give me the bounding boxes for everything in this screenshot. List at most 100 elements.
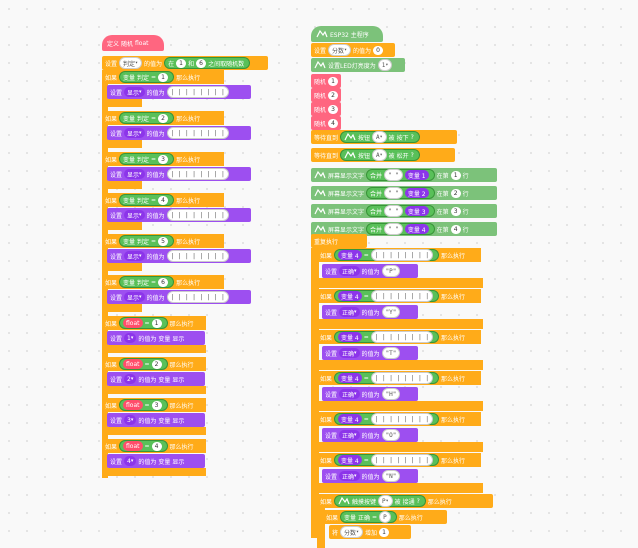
letter-string[interactable]: "T" (381, 347, 401, 359)
number-input[interactable]: 4 (151, 441, 162, 451)
pattern-string[interactable]: | | | | | | | | (166, 250, 229, 262)
letter-string[interactable]: "O" (381, 429, 401, 441)
number-input[interactable]: 4 (450, 224, 461, 234)
equals-operator[interactable]: 变量 4=| | | | | | | | (334, 413, 439, 425)
variable-dropdown[interactable]: 4 (124, 456, 137, 466)
display-dropdown[interactable]: 显示 (124, 292, 145, 302)
equals-operator[interactable]: float=2 (119, 358, 168, 370)
if-var4-block[interactable]: 如果变量 4=| | | | | | | |那么执行 (317, 330, 481, 344)
variable-dropdown[interactable]: 分数 (340, 526, 364, 538)
forever-block[interactable]: 重复执行 (311, 234, 367, 248)
button-dropdown[interactable]: A (372, 131, 387, 143)
string-input[interactable]: " " (384, 223, 403, 235)
equals-operator[interactable]: 变量判定=3 (119, 153, 175, 165)
number-input[interactable]: 0 (373, 45, 384, 55)
equals-operator[interactable]: 变量 4=| | | | | | | | (334, 372, 439, 384)
variable-dropdown[interactable]: 正确 (339, 389, 360, 399)
display-dropdown[interactable]: 显示 (124, 128, 145, 138)
pattern-string[interactable]: | | | | | | | | (370, 290, 433, 302)
variable-dropdown[interactable]: 2 (124, 374, 137, 384)
pattern-string[interactable]: | | | | | | | | (370, 331, 433, 343)
set-display-block[interactable]: 设置显示的值为| | | | | | | | (107, 249, 251, 263)
number-input[interactable]: 3 (328, 104, 339, 114)
set-variable-block[interactable]: 设置4的值为变量显示 (107, 454, 205, 468)
button-dropdown[interactable]: A (372, 149, 387, 161)
variable-dropdown[interactable]: 分数 (328, 44, 352, 56)
esp32-main-hat[interactable]: ESP32 主程序 (311, 26, 383, 42)
pattern-string[interactable]: | | | | | | | | (370, 249, 433, 261)
if-var4-block[interactable]: 如果变量 4=| | | | | | | |那么执行 (317, 371, 481, 385)
set-display-block[interactable]: 设置显示的值为| | | | | | | | (107, 167, 251, 181)
number-input[interactable]: 3 (158, 154, 169, 164)
variable-dropdown[interactable]: 3 (124, 415, 137, 425)
if-var4-block[interactable]: 如果变量 4=| | | | | | | |那么执行 (317, 412, 481, 426)
wait-until-pressed-block[interactable]: 等待直到按钮A被 按下? (311, 130, 457, 144)
touch-sensor[interactable]: 触摸按键P被 接通? (334, 495, 426, 507)
equals-operator[interactable]: 变量 4=| | | | | | | | (334, 331, 439, 343)
equals-operator[interactable]: 变量 4=| | | | | | | | (334, 454, 439, 466)
join-operator[interactable]: 合并" "变量 3 (366, 205, 435, 217)
equals-operator[interactable]: float=4 (119, 440, 168, 452)
pattern-string[interactable]: | | | | | | | | (370, 372, 433, 384)
string-input[interactable]: " " (384, 187, 403, 199)
pattern-string[interactable]: | | | | | | | | (166, 127, 229, 139)
equals-operator[interactable]: float=1 (119, 317, 168, 329)
number-input[interactable]: 6 (158, 277, 169, 287)
join-operator[interactable]: 合并" "变量 2 (366, 187, 435, 199)
pattern-string[interactable]: | | | | | | | | (166, 168, 229, 180)
variable-dropdown[interactable]: 正确 (339, 430, 360, 440)
variable-dropdown[interactable]: 正确 (339, 471, 360, 481)
equals-operator[interactable]: 变量正确=P (340, 511, 397, 523)
number-input[interactable]: 1 (379, 527, 390, 537)
touch-dropdown[interactable]: P (378, 495, 393, 507)
string-input[interactable]: " " (384, 205, 403, 217)
letter-string[interactable]: "H" (381, 388, 401, 400)
if-var4-block[interactable]: 如果变量 4=| | | | | | | |那么执行 (317, 453, 481, 467)
letter-string[interactable]: "N" (381, 470, 401, 482)
wait-until-released-block[interactable]: 等待直到按钮A被 松开? (311, 148, 455, 162)
pattern-string[interactable]: | | | | | | | | (370, 413, 433, 425)
string-input[interactable]: " " (384, 169, 403, 181)
set-correct-block[interactable]: 设置正确的值为"P" (322, 264, 418, 278)
set-display-block[interactable]: 设置显示的值为| | | | | | | | (107, 85, 251, 99)
set-display-block[interactable]: 设置显示的值为| | | | | | | | (107, 208, 251, 222)
number-input[interactable]: 3 (450, 206, 461, 216)
display-dropdown[interactable]: 显示 (124, 169, 145, 179)
number-input[interactable]: 6 (196, 58, 207, 68)
set-correct-block[interactable]: 设置正确的值为"N" (322, 469, 418, 483)
display-dropdown[interactable]: 显示 (124, 210, 145, 220)
set-correct-block[interactable]: 设置正确的值为"H" (322, 387, 418, 401)
set-display-block[interactable]: 设置显示的值为| | | | | | | | (107, 290, 251, 304)
variable-dropdown[interactable]: 正确 (339, 348, 360, 358)
number-input[interactable]: 1 (450, 170, 461, 180)
equals-operator[interactable]: 变量判定=4 (119, 194, 175, 206)
set-correct-block[interactable]: 设置正确的值为"O" (322, 428, 418, 442)
equals-operator[interactable]: float=3 (119, 399, 168, 411)
change-score-block[interactable]: 将分数增加1 (329, 525, 411, 539)
equals-operator[interactable]: 变量判定=6 (119, 276, 175, 288)
equals-operator[interactable]: 变量 4=| | | | | | | | (334, 249, 439, 261)
set-variable-block[interactable]: 设置3的值为变量显示 (107, 413, 205, 427)
number-input[interactable]: 1 (176, 58, 187, 68)
join-operator[interactable]: 合并" "变量 4 (366, 223, 435, 235)
letter-string[interactable]: "P" (381, 265, 401, 277)
equals-operator[interactable]: 变量判定=5 (119, 235, 175, 247)
